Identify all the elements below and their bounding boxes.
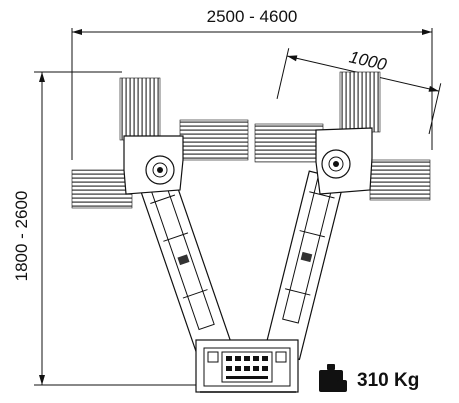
weight-label: 310 Kg (357, 370, 420, 391)
arm-width-label: 1000 (347, 47, 389, 74)
weight-icon (319, 364, 347, 392)
overall-height-dimension (34, 71, 205, 386)
right-arm (254, 71, 431, 361)
overall-width-label: 2500 - 4600 (207, 7, 298, 26)
overall-height-label: 1800 - 2600 (12, 191, 31, 282)
overall-width-dimension (71, 28, 433, 160)
left-arm (71, 77, 249, 367)
machine-base (195, 339, 299, 393)
